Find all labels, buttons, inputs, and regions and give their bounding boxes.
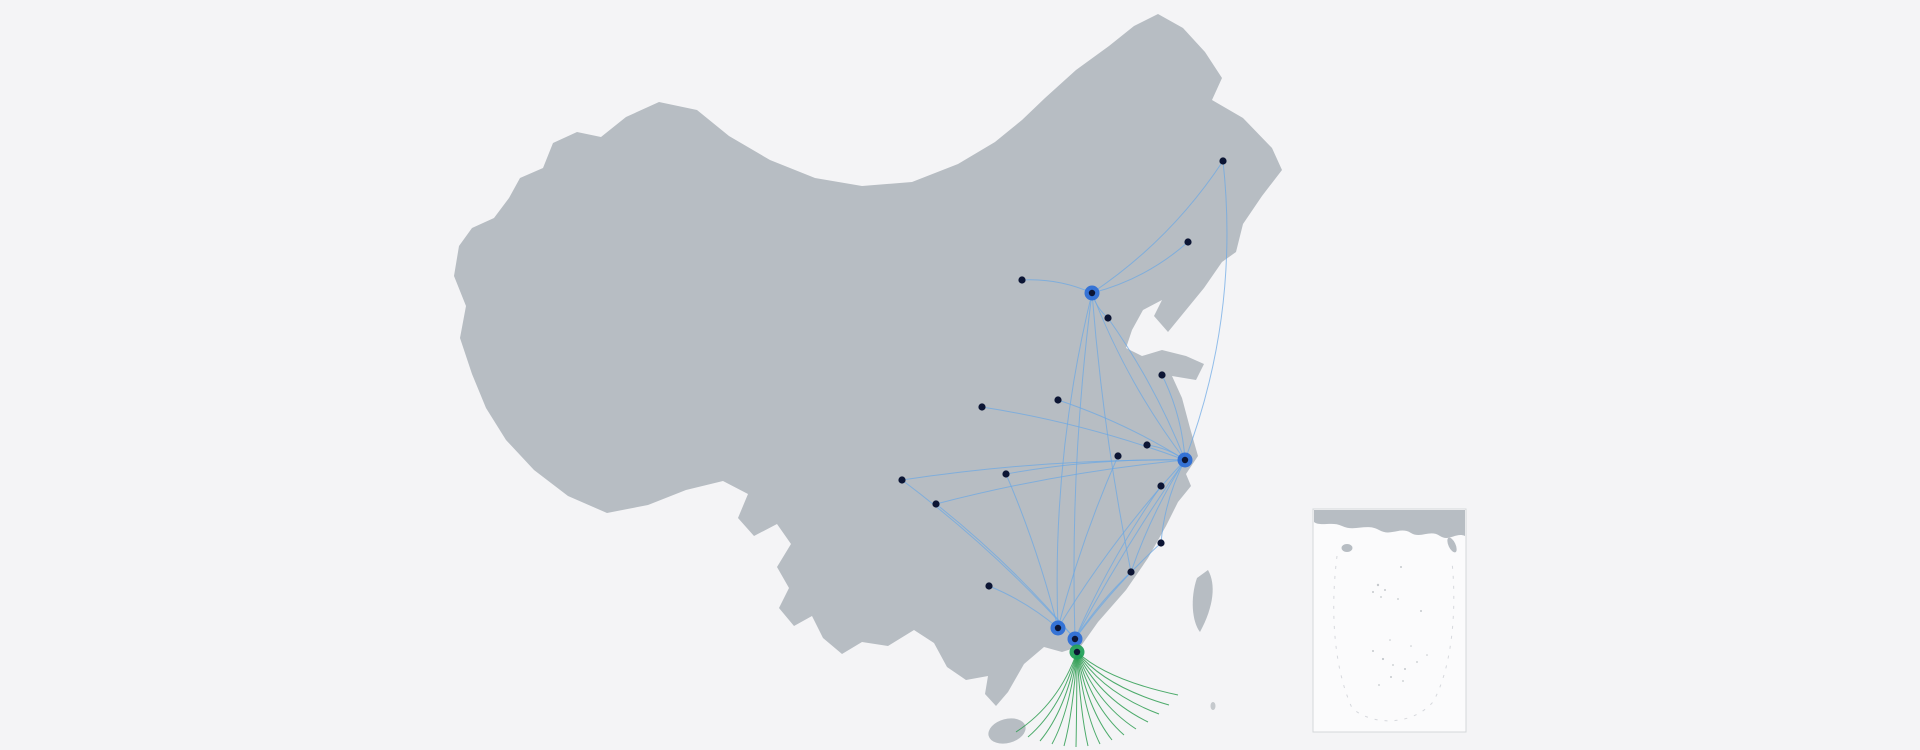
green-route-3 (1039, 651, 1078, 742)
inset-island-speck-11 (1404, 668, 1406, 670)
inset-south-china-coast (1314, 510, 1465, 538)
city-node-fuzhou[interactable] (1157, 539, 1165, 547)
inset-island-speck-5 (1400, 566, 1402, 568)
flight-route-beijing-xiamen (1091, 292, 1132, 573)
inset-island-speck-8 (1372, 650, 1374, 652)
city-node-changchun[interactable] (1184, 238, 1192, 246)
flight-route-beijing-harbin (1091, 160, 1224, 294)
flight-route-guangzhou-hefei (1057, 455, 1119, 629)
flight-route-beijing-shenzhen (1073, 292, 1093, 640)
city-node-chengdu[interactable] (898, 476, 906, 484)
blue-route-lines (901, 160, 1228, 640)
flight-route-shenzhen-hangzhou (1074, 485, 1162, 640)
inset-border-box (1312, 508, 1467, 733)
flight-route-shenzhen-fuzhou (1074, 542, 1162, 640)
flight-route-shanghai-xian (981, 406, 1186, 461)
green-route-7 (1076, 651, 1089, 747)
flight-route-shanghai-shenzhen (1074, 459, 1186, 640)
city-node-hangzhou[interactable] (1157, 482, 1165, 490)
hainan-island-shape (988, 718, 1026, 744)
inset-taiwan (1447, 537, 1457, 553)
green-route-2 (1027, 651, 1078, 738)
inset-island-speck-1 (1376, 583, 1380, 587)
city-node-tianjin[interactable] (1104, 314, 1112, 322)
inset-island-speck-16 (1410, 645, 1412, 647)
flight-route-shanghai-tianjin (1107, 317, 1186, 461)
inset-island-speck-3 (1372, 591, 1374, 593)
inset-island-speck-2 (1384, 589, 1386, 591)
flight-route-shanghai-chongqing (935, 459, 1186, 505)
inset-island-speck-4 (1380, 596, 1382, 598)
inset-island-speck-9 (1381, 657, 1385, 661)
flight-route-guangzhou-changsha (988, 585, 1059, 629)
green-route-1 (1015, 651, 1078, 733)
inset-island-speck-12 (1416, 661, 1418, 663)
south-china-sea-inset (1312, 508, 1467, 733)
flight-route-shanghai-qingdao (1161, 374, 1186, 461)
flight-route-beijing-changchun (1091, 241, 1189, 294)
green-route-11 (1076, 651, 1137, 730)
green-route-13 (1076, 651, 1160, 715)
inset-hainan (1341, 544, 1353, 552)
green-route-4 (1051, 651, 1078, 745)
city-node-taiyuan[interactable] (1054, 396, 1062, 404)
inset-island-speck-6 (1397, 598, 1399, 600)
hub-node-beijing[interactable] (1084, 285, 1100, 301)
inset-island-specks (1372, 566, 1428, 686)
flight-route-beijing-guangzhou (1056, 292, 1093, 629)
green-route-12 (1076, 651, 1149, 723)
inset-island-speck-13 (1390, 676, 1392, 678)
inset-island-speck-18 (1426, 654, 1428, 656)
city-nodes-layer (898, 157, 1227, 660)
city-node-changsha[interactable] (985, 582, 993, 590)
inset-island-speck-17 (1389, 639, 1391, 641)
city-node-xian[interactable] (978, 403, 986, 411)
hub-node-guangzhou[interactable] (1050, 620, 1066, 636)
green-route-8 (1076, 651, 1101, 745)
inset-island-speck-15 (1402, 680, 1404, 682)
city-node-hefei[interactable] (1114, 452, 1122, 460)
green-fan-route-lines (1015, 651, 1179, 748)
city-node-chongqing[interactable] (932, 500, 940, 508)
green-route-15 (1076, 651, 1179, 696)
flight-route-beijing-shanghai (1091, 292, 1186, 461)
green-route-5 (1063, 651, 1078, 747)
flight-route-shanghai-xiamen (1130, 459, 1186, 573)
green-route-6 (1075, 651, 1078, 748)
flight-route-shanghai-fuzhou (1160, 459, 1186, 544)
hub-node-shenzhen[interactable] (1067, 631, 1083, 647)
hub-node-shanghai[interactable] (1177, 452, 1193, 468)
inset-island-speck-7 (1420, 610, 1422, 612)
green-route-9 (1076, 651, 1113, 741)
city-node-nanjing[interactable] (1143, 441, 1151, 449)
flight-route-shenzhen-xiamen (1074, 571, 1132, 640)
city-node-xiamen[interactable] (1127, 568, 1135, 576)
city-node-qingdao[interactable] (1158, 371, 1166, 379)
city-node-hohhot[interactable] (1018, 276, 1026, 284)
taiwan-island-shape (1192, 570, 1213, 632)
green-route-10 (1076, 651, 1125, 736)
city-node-wuhan[interactable] (1002, 470, 1010, 478)
city-node-harbin[interactable] (1219, 157, 1227, 165)
flight-route-shanghai-harbin (1184, 160, 1228, 461)
inset-island-speck-10 (1392, 664, 1394, 666)
inset-island-speck-14 (1378, 684, 1380, 686)
flight-route-shanghai-wuhan (1005, 459, 1186, 475)
green-route-14 (1076, 651, 1170, 706)
hub-node-hongkong[interactable] (1069, 644, 1085, 660)
china-mainland-shape (454, 14, 1282, 706)
flight-route-shanghai-guangzhou (1057, 459, 1186, 629)
flight-route-guangzhou-wuhan (1005, 473, 1059, 629)
small-island-speck (1210, 702, 1216, 710)
